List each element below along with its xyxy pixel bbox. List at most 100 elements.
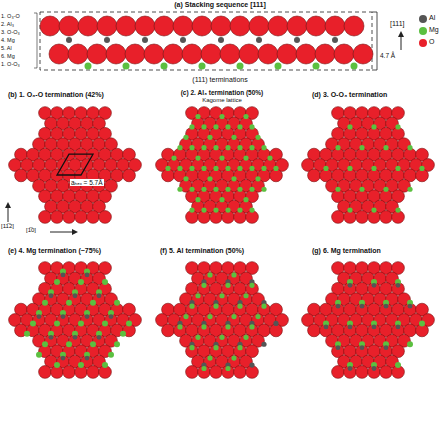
al-atom: [256, 37, 262, 43]
al-atom: [348, 283, 353, 288]
oxygen-atom: [49, 44, 69, 64]
oxygen-atom: [296, 44, 316, 64]
mg-atom: [189, 304, 194, 309]
mg-atom: [201, 366, 206, 371]
mg-atom: [90, 300, 96, 306]
mg-atom: [177, 145, 182, 150]
mg-atom: [225, 324, 230, 329]
mg-atom: [419, 320, 425, 326]
mg-atom: [102, 362, 108, 368]
unit-cell: [57, 154, 93, 175]
termination-panel: [302, 262, 435, 379]
mg-atom: [207, 176, 212, 181]
mg-atom: [267, 155, 272, 160]
oxygen-atom: [99, 211, 112, 224]
arrow-head: [72, 229, 78, 235]
oxygen-atom: [162, 324, 175, 337]
legend-text: Al: [429, 14, 435, 22]
oxygen-atom: [380, 366, 393, 379]
mg-atom: [42, 300, 48, 306]
label: 4.7 Å: [380, 52, 395, 59]
mg-atom: [24, 331, 30, 337]
mg-atom: [195, 293, 200, 298]
mg-atom: [120, 331, 126, 337]
al-atom: [336, 304, 341, 309]
mg-atom: [183, 176, 188, 181]
mg-atom: [351, 63, 358, 70]
al-atom: [73, 293, 78, 298]
mg-atom: [189, 145, 194, 150]
oxygen-atom: [59, 16, 79, 36]
mg-atom: [54, 320, 60, 326]
mg-atom: [225, 366, 230, 371]
mg-atom: [189, 345, 194, 350]
oxygen-atom: [123, 169, 136, 182]
al-atom: [249, 362, 254, 367]
oxygen-atom: [220, 44, 240, 64]
mg-atom: [395, 207, 400, 212]
mg-atom: [207, 135, 212, 140]
label: 2. Al₃: [1, 21, 14, 27]
oxygen-atom: [15, 169, 28, 182]
mg-atom: [225, 207, 230, 212]
oxygen-atom: [308, 169, 321, 182]
mg-atom: [243, 293, 248, 298]
label: 6. Mg: [1, 53, 15, 59]
al-atom: [348, 366, 353, 371]
mg-atom: [335, 187, 340, 192]
mg-atom: [275, 63, 282, 70]
mg-atom: [114, 341, 120, 347]
mg-atom: [165, 166, 170, 171]
mg-atom: [54, 279, 60, 285]
al-atom: [336, 345, 341, 350]
al-atom: [37, 314, 42, 319]
mg-atom: [249, 187, 254, 192]
label: (a) Stacking sequence [111]: [174, 1, 265, 9]
oxygen-atom: [63, 366, 76, 379]
al-atom: [372, 283, 377, 288]
oxygen-atom: [356, 366, 369, 379]
mg-atom: [359, 187, 364, 192]
mg-atom: [231, 176, 236, 181]
panel-heading: (d) 3. O-O₃ termination: [312, 91, 387, 99]
oxygen-atom: [40, 16, 60, 36]
mg-atom: [249, 124, 254, 129]
oxygen-atom: [380, 211, 393, 224]
mg-atom: [213, 207, 218, 212]
oxygen-atom: [268, 16, 288, 36]
oxygen-atom: [198, 366, 211, 379]
mg-atom: [219, 114, 224, 119]
oxygen-atom: [234, 366, 247, 379]
oxygen-atom: [258, 44, 278, 64]
label: [1̅0]: [26, 227, 36, 234]
oxygen-atom: [344, 366, 357, 379]
mg-atom: [219, 335, 224, 340]
oxygen-atom: [192, 16, 212, 36]
mg-atom: [189, 124, 194, 129]
al-atom: [360, 345, 365, 350]
mg-atom: [237, 124, 242, 129]
al-atom: [218, 37, 224, 43]
al-atom: [273, 321, 278, 326]
al-atom: [142, 37, 148, 43]
al-atom: [372, 325, 377, 330]
mg-atom: [30, 320, 36, 326]
mg-atom: [213, 166, 218, 171]
label: [11̅2]: [1, 223, 14, 230]
mg-atom: [395, 124, 400, 129]
mg-atom: [177, 166, 182, 171]
mg-atom: [243, 114, 248, 119]
mg-atom: [108, 352, 114, 358]
arrow-head: [5, 202, 11, 208]
mg-atom: [231, 135, 236, 140]
mg-atom: [183, 135, 188, 140]
oxygen-atom: [306, 16, 326, 36]
oxygen-atom: [368, 366, 381, 379]
mg-atom: [237, 63, 244, 70]
al-atom: [324, 325, 329, 330]
mg-atom: [347, 124, 352, 129]
al-atom: [104, 37, 110, 43]
mg-atom: [207, 272, 212, 277]
mg-atom: [359, 145, 364, 150]
oxygen-atom: [135, 16, 155, 36]
